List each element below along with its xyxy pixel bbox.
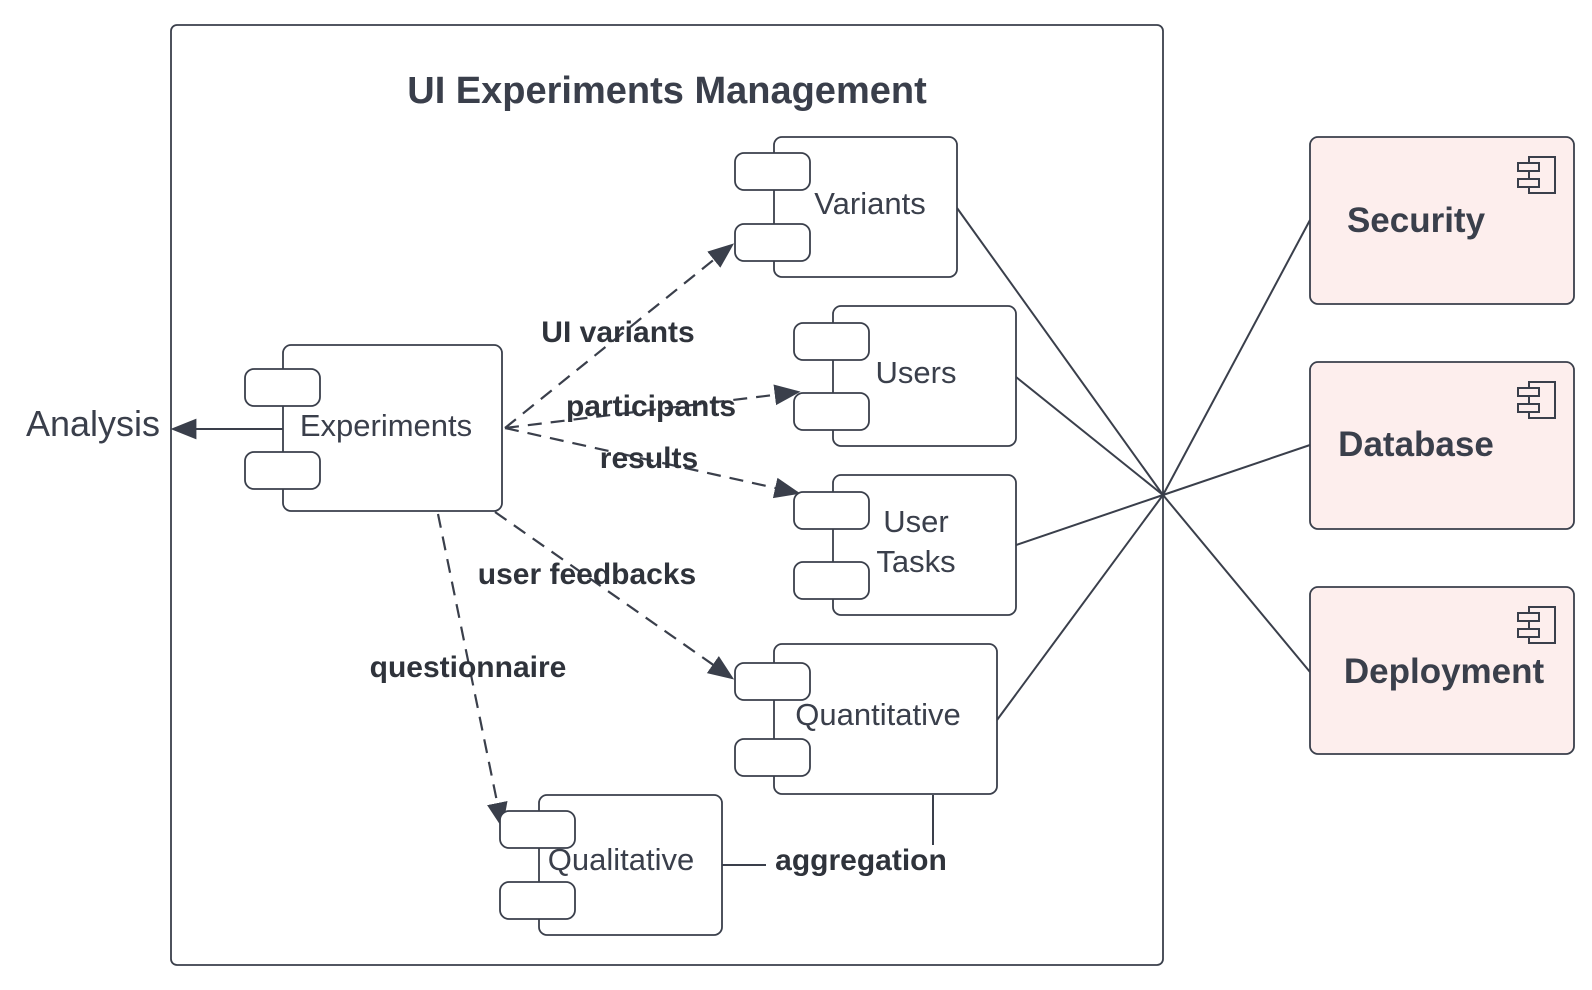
participants-arrow — [504, 384, 801, 430]
edge-label-results: results — [600, 442, 698, 475]
external-connectors — [956, 207, 1311, 721]
port-top — [244, 368, 321, 407]
analysis-label: Analysis — [26, 403, 160, 444]
component-experiments[interactable]: Experiments — [244, 344, 503, 512]
dependency-arrows — [436, 243, 801, 829]
component-variants[interactable]: Variants — [734, 136, 958, 278]
edge-label-user-feedbacks: user feedbacks — [478, 558, 696, 591]
aggregation-connector — [722, 795, 934, 866]
component-icon — [1517, 156, 1556, 194]
edge-label-ui-variants: UI variants — [541, 316, 694, 349]
component-quantitative[interactable]: Quantitative — [734, 643, 998, 795]
component-icon — [1517, 606, 1556, 644]
external-label: Security — [1347, 201, 1486, 240]
component-label: Qualitative — [548, 842, 694, 877]
external-security[interactable]: Security — [1309, 136, 1575, 305]
external-label: Database — [1338, 425, 1494, 464]
component-label-line2: Tasks — [876, 544, 955, 579]
component-users[interactable]: Users — [793, 305, 1017, 447]
component-qualitative[interactable]: Qualitative — [499, 794, 723, 936]
user-feedbacks-arrow — [494, 511, 735, 680]
component-label: Variants — [814, 186, 925, 221]
component-icon — [1517, 381, 1556, 419]
component-label-line1: User — [883, 504, 948, 539]
results-arrow — [504, 426, 801, 499]
port-bottom — [244, 451, 321, 490]
package-title: UI Experiments Management — [407, 70, 927, 112]
ui-variants-arrow — [504, 243, 735, 429]
edge-label-questionnaire: questionnaire — [370, 651, 567, 684]
external-database[interactable]: Database — [1309, 361, 1575, 530]
edge-label-participants: participants — [566, 390, 736, 423]
external-label: Deployment — [1344, 652, 1545, 691]
questionnaire-arrow — [436, 513, 508, 829]
component-user-tasks[interactable]: User Tasks — [793, 474, 1017, 616]
component-label: Quantitative — [795, 697, 960, 732]
component-label: Experiments — [300, 408, 472, 443]
external-deployment[interactable]: Deployment — [1309, 586, 1575, 755]
component-label: Users — [876, 355, 957, 390]
edge-label-aggregation: aggregation — [775, 844, 947, 877]
